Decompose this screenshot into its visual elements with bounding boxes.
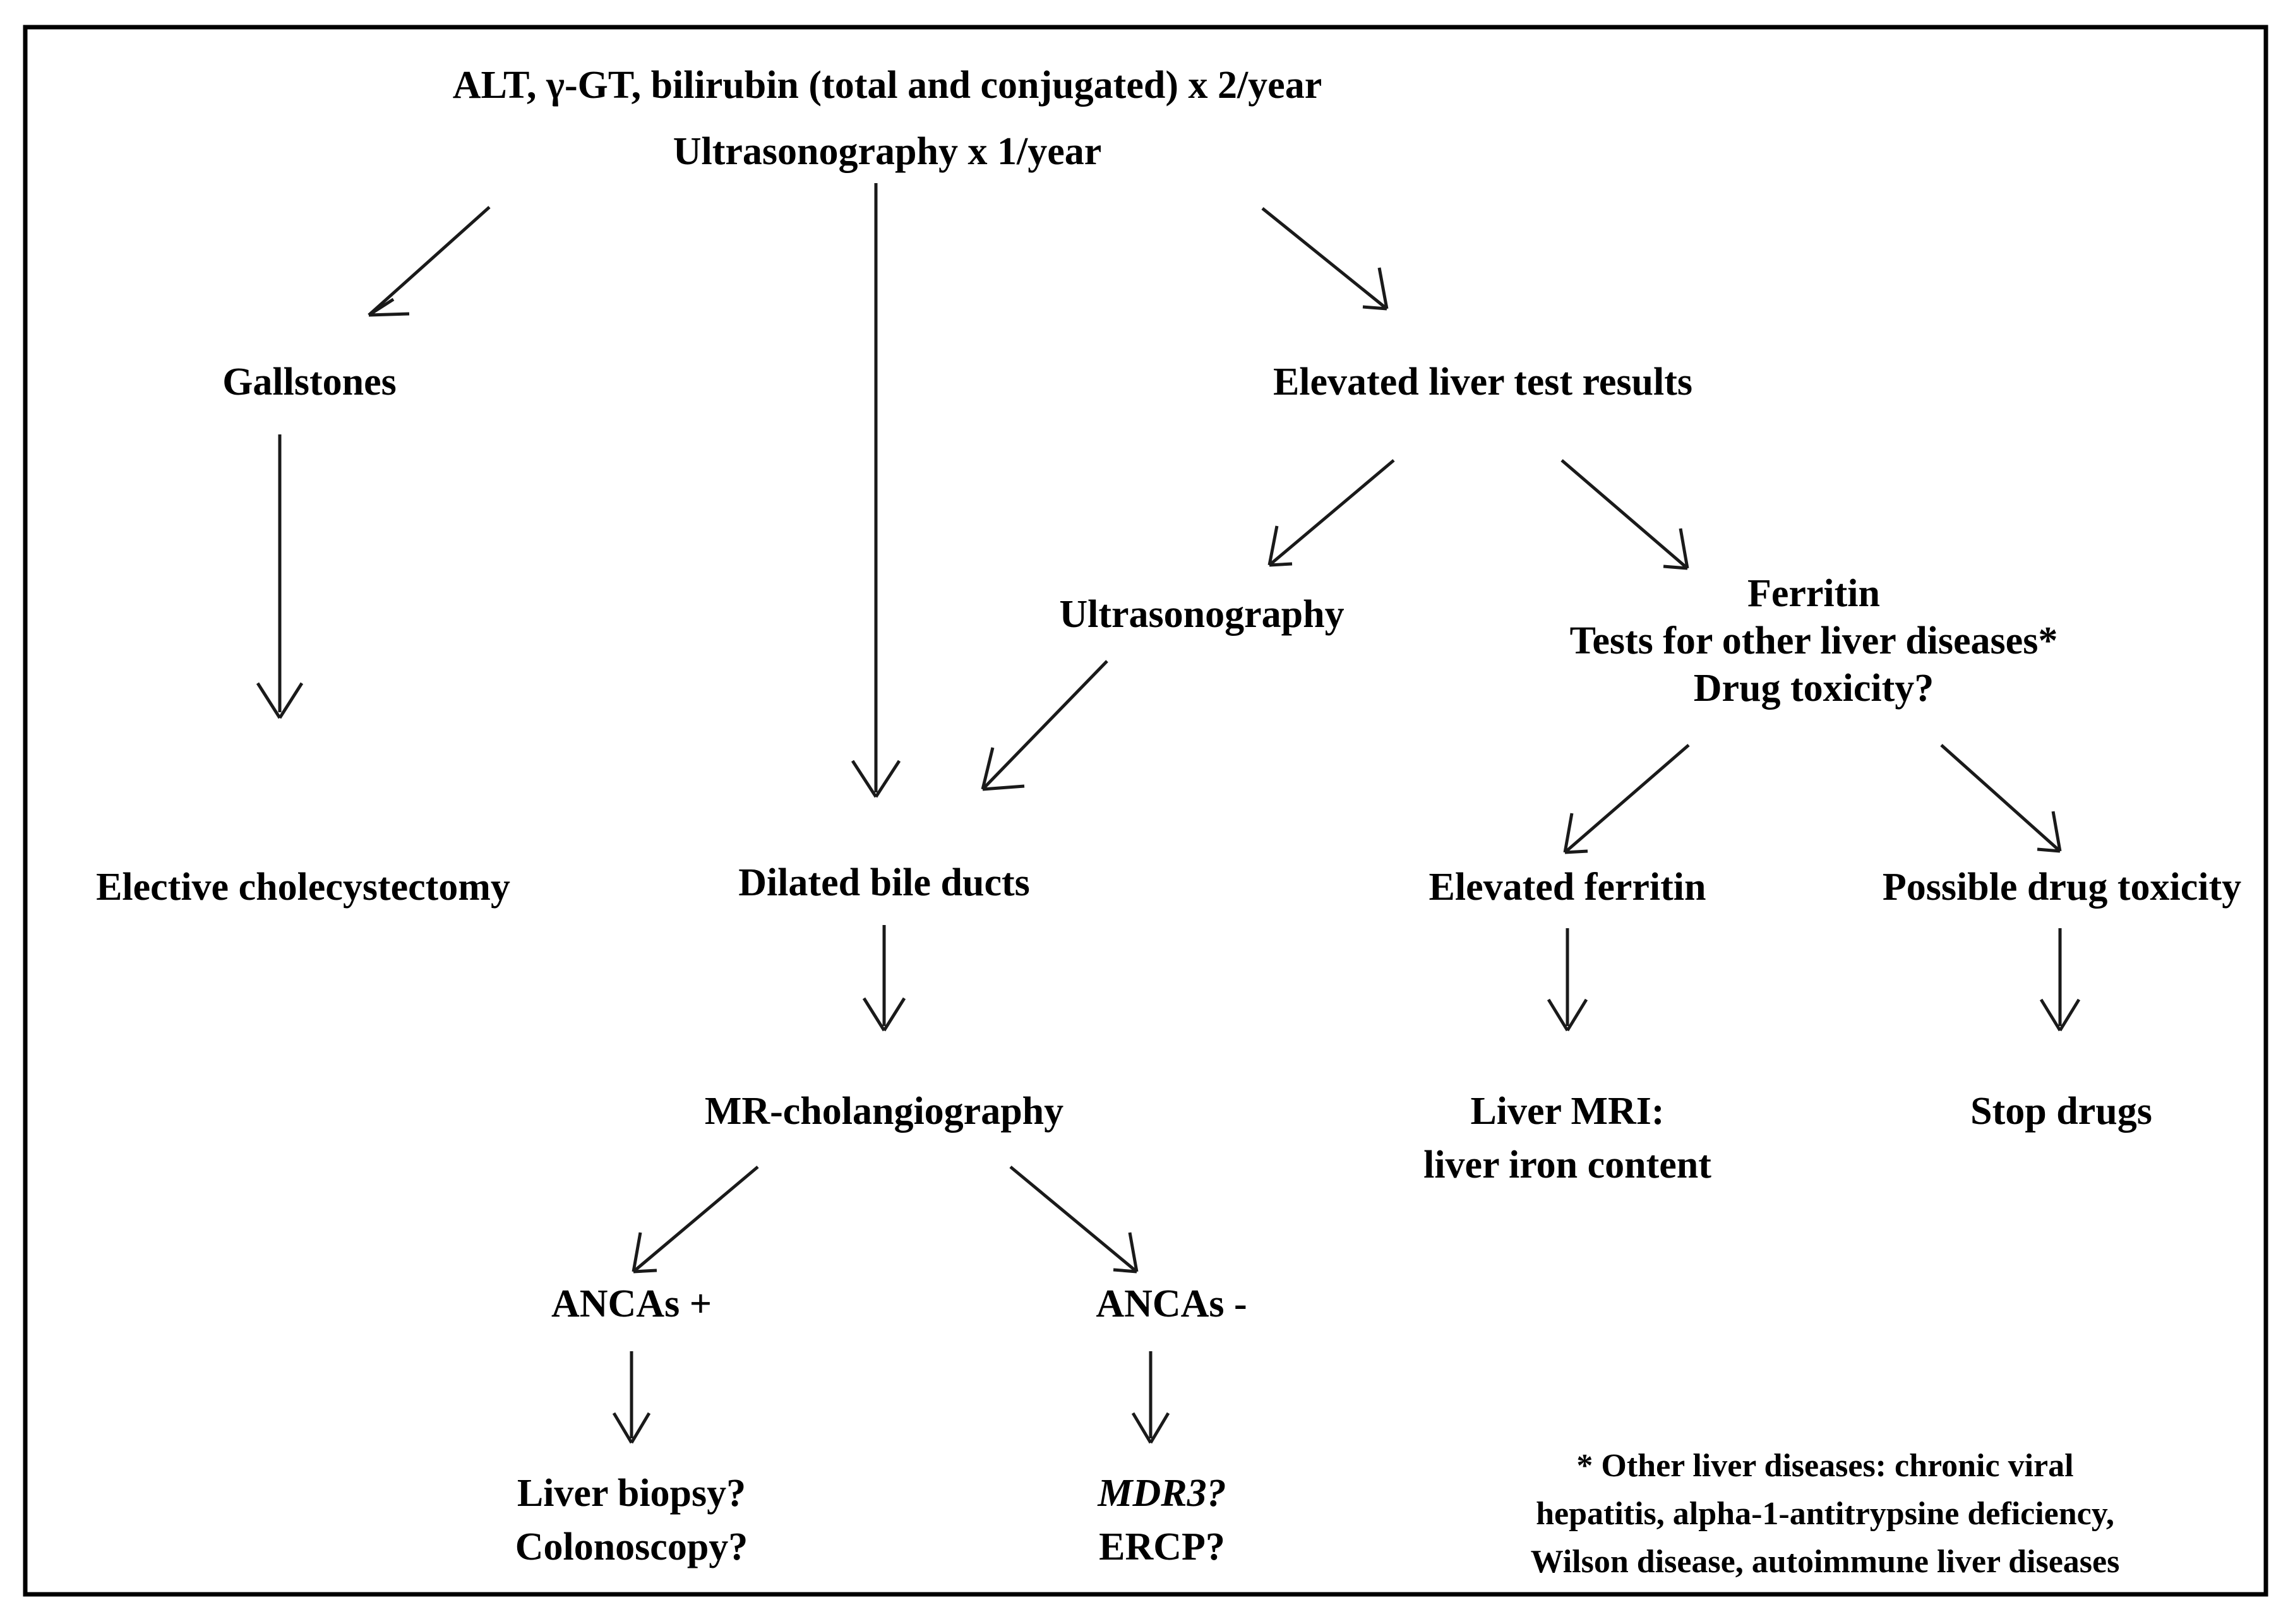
edge-mr-cholangiography-to-ancas-negative xyxy=(1009,1166,1139,1274)
node-root-line-1: ALT, γ-GT, bilirubin (total and conjugat… xyxy=(453,64,1322,107)
node-ancas-negative: ANCAs - xyxy=(1096,1282,1247,1325)
edge-elevated-liver-tests-to-ultrasonography xyxy=(1267,459,1395,567)
edge-ultrasonography-to-dilated-bile-ducts xyxy=(981,660,1108,791)
node-dilated-bile-ducts: Dilated bile ducts xyxy=(738,861,1030,904)
node-gallstones-label: Gallstones xyxy=(222,361,397,403)
edge-mr-cholangiography-to-ancas-positive xyxy=(632,1166,759,1274)
node-root-line-2: Ultrasonography x 1/year xyxy=(673,130,1102,173)
node-stop-drugs-label: Stop drugs xyxy=(1970,1090,2152,1133)
node-possible-drug-toxicity-label: Possible drug toxicity xyxy=(1883,866,2241,909)
node-elevated-ferritin-label: Elevated ferritin xyxy=(1429,866,1706,909)
edge-dilated-bile-ducts-to-mr-cholangiography xyxy=(862,925,906,1032)
node-ferritin-panel-line-3: Drug toxicity? xyxy=(1694,667,1934,710)
node-elevated-liver-test-results-label: Elevated liver test results xyxy=(1273,361,1692,403)
node-possible-drug-toxicity: Possible drug toxicity xyxy=(1883,866,2241,909)
node-ultrasonography-label: Ultrasonography xyxy=(1059,593,1344,636)
edge-ancas-positive-to-liver-biopsy xyxy=(612,1351,651,1444)
node-ancas-positive-label: ANCAs + xyxy=(551,1282,712,1325)
node-liver-biopsy-colonoscopy: Liver biopsy? Colonoscopy? xyxy=(515,1472,748,1568)
node-liver-mri-line-1: Liver MRI: xyxy=(1470,1090,1664,1133)
node-mdr3-ercp: MDR3? ERCP? xyxy=(1097,1472,1226,1568)
node-elective-cholecystectomy-label: Elective cholecystectomy xyxy=(96,866,510,909)
node-elective-cholecystectomy: Elective cholecystectomy xyxy=(96,866,510,909)
node-liver-mri: Liver MRI: liver iron content xyxy=(1423,1090,1711,1186)
node-ferritin-panel-line-1: Ferritin xyxy=(1747,572,1880,615)
node-mdr3-line-1: MDR3? xyxy=(1097,1472,1226,1515)
node-ancas-negative-label: ANCAs - xyxy=(1096,1282,1247,1325)
edge-elevated-liver-tests-to-ferritin-panel xyxy=(1560,459,1689,570)
edge-possible-drug-toxicity-to-stop-drugs xyxy=(2039,928,2081,1032)
footnote-block: * Other liver diseases: chronic viral he… xyxy=(1531,1448,2120,1580)
node-liver-biopsy-line-1: Liver biopsy? xyxy=(517,1472,746,1515)
edge-ferritin-panel-to-possible-drug-toxicity xyxy=(1940,744,2062,853)
node-stop-drugs: Stop drugs xyxy=(1970,1090,2152,1133)
node-mr-cholangiography-label: MR-cholangiography xyxy=(705,1090,1063,1133)
node-dilated-bile-ducts-label: Dilated bile ducts xyxy=(738,861,1030,904)
figure-border xyxy=(23,25,2268,1597)
node-colonoscopy-line-2: Colonoscopy? xyxy=(515,1525,748,1568)
node-gallstones: Gallstones xyxy=(222,361,397,403)
node-ferritin-panel: Ferritin Tests for other liver diseases*… xyxy=(1570,572,2058,710)
edge-elevated-ferritin-to-liver-mri xyxy=(1547,928,1588,1032)
node-group: ALT, γ-GT, bilirubin (total and conjugat… xyxy=(96,64,2241,1580)
edge-root-to-elevated-liver-tests xyxy=(1261,207,1389,311)
edge-group xyxy=(256,183,2081,1444)
node-ancas-positive: ANCAs + xyxy=(551,1282,712,1325)
node-ferritin-panel-line-2: Tests for other liver diseases* xyxy=(1570,619,2058,662)
node-elevated-ferritin: Elevated ferritin xyxy=(1429,866,1706,909)
edge-gallstones-to-elective-cholecystectomy xyxy=(256,434,304,719)
node-root: ALT, γ-GT, bilirubin (total and conjugat… xyxy=(453,64,1322,173)
footnote-line-1: * Other liver diseases: chronic viral xyxy=(1576,1448,2073,1484)
node-ercp-line-2: ERCP? xyxy=(1099,1525,1225,1568)
edge-ferritin-panel-to-elevated-ferritin xyxy=(1563,744,1690,854)
node-liver-mri-line-2: liver iron content xyxy=(1423,1143,1711,1186)
node-ultrasonography: Ultrasonography xyxy=(1059,593,1344,636)
edge-root-to-gallstones xyxy=(368,206,491,317)
node-elevated-liver-test-results: Elevated liver test results xyxy=(1273,361,1692,403)
edge-ancas-negative-to-mdr3-ercp xyxy=(1131,1351,1170,1444)
footnote-line-2: hepatitis, alpha-1-antitrypsine deficien… xyxy=(1536,1496,2114,1532)
edge-root-to-dilated-bile-ducts xyxy=(851,183,901,798)
footnote-line-3: Wilson disease, autoimmune liver disease… xyxy=(1531,1544,2120,1580)
node-mr-cholangiography: MR-cholangiography xyxy=(705,1090,1063,1133)
